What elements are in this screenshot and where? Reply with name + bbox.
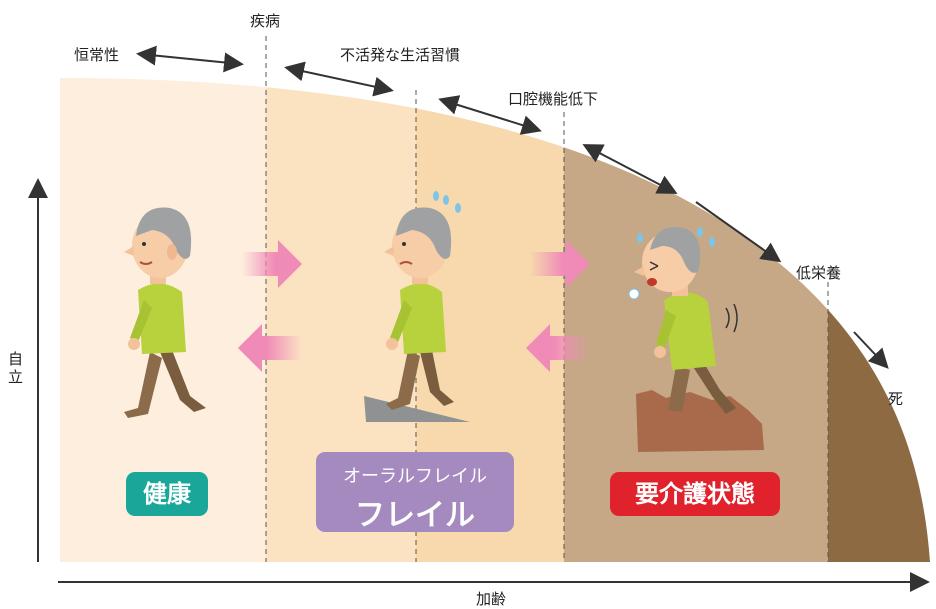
left-arrow-icon xyxy=(238,324,302,372)
badge-healthy: 健康 xyxy=(126,472,208,516)
label-death: 死 xyxy=(888,390,904,408)
right-arrow-icon xyxy=(242,240,302,288)
double-arrow-icon xyxy=(284,61,394,97)
sweat-icon xyxy=(637,227,715,247)
label-oral-decline: 口腔機能低下 xyxy=(508,90,599,108)
label-homeostasis: 恒常性 xyxy=(74,46,120,64)
badge-frailty-label: フレイル xyxy=(355,498,475,533)
double-arrow-icon xyxy=(582,144,678,194)
down-arrow-icon xyxy=(695,201,782,263)
label-disease: 疾病 xyxy=(250,12,281,30)
x-axis-label: 加齢 xyxy=(476,590,507,608)
double-arrow-icon xyxy=(438,95,542,135)
left-arrow-icon xyxy=(526,324,590,372)
right-arrow-icon xyxy=(530,240,590,288)
down-arrow-icon xyxy=(853,331,889,369)
transition-arrows xyxy=(238,240,590,372)
elderly-person-icon xyxy=(628,226,764,452)
label-inactive: 不活発な生活習慣 xyxy=(340,46,461,64)
sweat-icon xyxy=(433,191,461,213)
elderly-person-icon xyxy=(124,207,206,418)
badge-frailty: オーラルフレイル フレイル xyxy=(316,452,514,533)
label-malnutrition: 低栄養 xyxy=(796,264,842,282)
zone-death xyxy=(828,78,930,562)
elderly-person-icon xyxy=(364,191,470,422)
badge-oral-frailty-label: オーラルフレイル xyxy=(343,466,487,487)
badge-care: 要介護状態 xyxy=(610,472,780,516)
y-axis-label: 自立 xyxy=(8,350,24,386)
double-arrow-icon xyxy=(136,45,244,73)
